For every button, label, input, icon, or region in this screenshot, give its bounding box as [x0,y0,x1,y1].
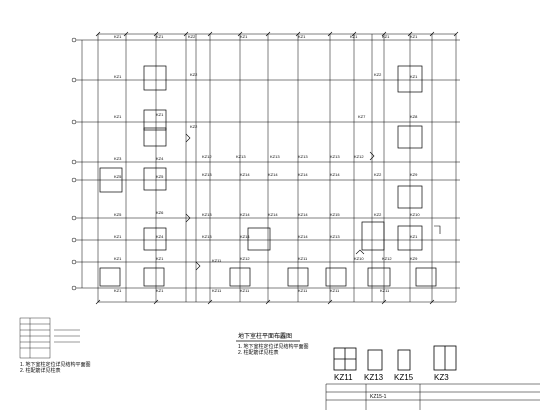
column-tag-kz13: KZ13 [202,212,212,217]
detail-kz3 [433,345,457,371]
column-tag-kz12: KZ12 [240,256,250,261]
column-tag-kz1: KZ1 [114,256,122,261]
column-tag-kz1: KZ1 [156,112,164,117]
column-tag-kz13: KZ13 [330,154,340,159]
column-tag-kz11: KZ11 [212,258,222,263]
detail-caption-kz15: KZ15 [394,373,414,382]
column-tag-kz14: KZ14 [298,212,308,217]
column-tag-kz2: KZ2 [188,34,196,39]
detail-kz15 [397,349,411,371]
column-tag-kz1: KZ1 [350,34,358,39]
column-tag-kz1: KZ1 [114,288,122,293]
column-tag-kz2: KZ2 [374,172,382,177]
column-tag-kz13: KZ13 [298,154,308,159]
column-tag-kz1: KZ1 [114,74,122,79]
column-tag-kz1: KZ1 [114,114,122,119]
column-tag-kz11: KZ11 [240,288,250,293]
column-tag-kz13: KZ13 [202,234,212,239]
column-tag-kz1: KZ1 [156,34,164,39]
column-tag-kz14: KZ14 [298,172,308,177]
title-note-2: 2. 柱配筋详见柱表 [238,349,279,356]
column-tag-kz1: KZ1 [410,74,418,79]
column-tag-kz1: KZ1 [156,256,164,261]
axis-bubbles-left [71,37,77,291]
column-tag-kz5: KZ5 [114,212,122,217]
legend-table [19,317,80,359]
small-hatch-marks [185,133,441,271]
dimension-lines [81,33,456,303]
column-tag-kz2: KZ2 [374,72,382,77]
column-tag-kz4: KZ4 [156,234,164,239]
column-tag-kz12: KZ12 [202,154,212,159]
detail-kz11 [333,347,357,371]
column-tag-kz14: KZ14 [298,234,308,239]
column-tag-kz13: KZ13 [270,154,280,159]
column-tag-kz6: KZ6 [156,210,164,215]
column-tag-kz1: KZ1 [410,234,418,239]
column-tag-kz9: KZ9 [410,256,418,261]
title-note-1: 1. 地下室柱定位详见结构平面图 [238,343,309,350]
column-tag-kz12: KZ12 [382,256,392,261]
column-tag-kz5: KZ5 [114,174,122,179]
column-tag-kz5: KZ5 [156,174,164,179]
column-tag-kz11: KZ11 [212,288,222,293]
column-tag-kz10: KZ10 [410,212,420,217]
column-tag-kz4: KZ4 [156,156,164,161]
column-tag-kz2: KZ2 [190,72,198,77]
column-tag-kz14: KZ14 [268,212,278,217]
column-tag-kz1: KZ1 [298,34,306,39]
detail-caption-kz13: KZ13 [364,373,384,382]
title-block-frame [325,383,540,410]
column-tag-kz14: KZ14 [268,172,278,177]
column-tag-kz14: KZ14 [240,172,250,177]
column-tag-kz1: KZ1 [114,234,122,239]
column-tag-kz11: KZ11 [298,256,308,261]
column-tag-kz11: KZ11 [298,288,308,293]
column-tag-kz1: KZ1 [382,34,390,39]
title-block-footer: KZ15-1 [370,394,387,400]
column-tag-kz1: KZ1 [410,34,418,39]
column-tag-kz13: KZ13 [236,154,246,159]
column-tag-kz2: KZ2 [190,124,198,129]
column-tag-kz1: KZ1 [156,288,164,293]
column-tag-kz13: KZ13 [202,172,212,177]
detail-kz13 [367,349,383,371]
column-tag-kz13: KZ13 [330,234,340,239]
column-tag-kz3: KZ3 [114,156,122,161]
column-tag-kz14: KZ14 [330,172,340,177]
axis-grid-vertical [97,34,457,302]
column-tag-kz10: KZ10 [354,256,364,261]
column-tag-kz11: KZ11 [330,288,340,293]
column-tag-kz12: KZ12 [354,154,364,159]
column-tag-kz14: KZ14 [240,212,250,217]
column-section-boxes [99,65,437,287]
column-tag-kz11: KZ11 [380,288,390,293]
column-tag-kz9: KZ9 [410,172,418,177]
detail-caption-kz3: KZ3 [434,373,449,382]
column-tag-kz1: KZ1 [114,34,122,39]
note-line-2: 2. 柱配筋详见柱表 [20,367,61,374]
column-tag-kz8: KZ8 [410,114,418,119]
drawing-title: 地下室柱平面布置图 [238,332,292,340]
column-tag-kz1: KZ1 [240,34,248,39]
column-tag-kz7: KZ7 [358,114,366,119]
note-line-1: 1. 地下室柱定位详见结构平面图 [20,361,91,368]
column-tag-kz15: KZ15 [330,212,340,217]
title-scale: 1:100 [276,334,287,339]
dimension-ticks [95,31,459,305]
column-tag-kz2: KZ2 [374,212,382,217]
detail-caption-kz11: KZ11 [334,373,353,382]
column-tag-kz14: KZ14 [240,234,250,239]
